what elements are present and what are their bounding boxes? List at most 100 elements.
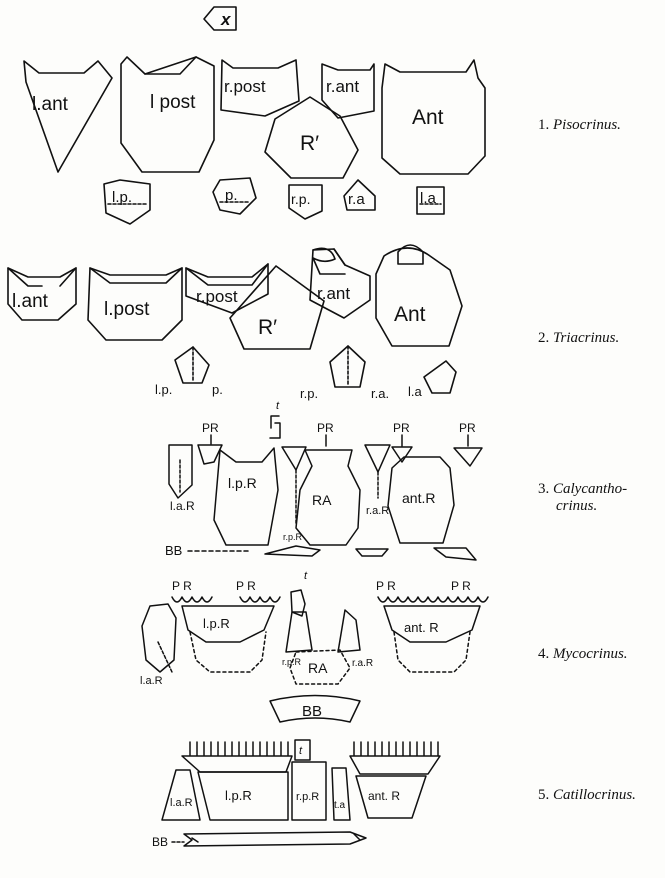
label-lp-r-5: l.p.R: [225, 788, 252, 803]
label-bb-4: BB: [302, 703, 322, 720]
label-r-prime: R′: [300, 132, 319, 155]
plate-l-ant-2: [7, 267, 77, 321]
label-ant-r-3: ant.R: [402, 490, 435, 506]
label-p: p.: [225, 187, 238, 204]
plate-la: [416, 186, 445, 215]
label-bb-5: BB: [152, 835, 168, 849]
label-pr-4d: P R: [451, 579, 471, 593]
plate-l-post-2: [87, 267, 183, 341]
plate-l-ant: [23, 60, 113, 173]
plate-ant-r-5: [355, 775, 427, 819]
caption-2-name: Triacrinus.: [553, 330, 620, 346]
caption-1: 1. Pisocrinus.: [538, 117, 621, 134]
arm-comb-left: [181, 741, 293, 773]
plate-ra-r-4: [337, 609, 361, 653]
plate-la-r-5: [161, 769, 201, 821]
plate-ant-2: [375, 247, 463, 347]
arm-bases-left: [171, 596, 489, 603]
label-t-3: t: [276, 400, 280, 412]
label-ta-5: t.a: [334, 800, 346, 811]
label-ant-r-4: ant. R: [404, 620, 439, 635]
plate-la-r-3: [168, 444, 193, 499]
label-pr-3a: PR: [202, 421, 219, 435]
x-label-box: [203, 6, 237, 31]
plate-r-ant: [321, 63, 375, 119]
label-ra-4: RA: [308, 660, 328, 676]
figure-4-mycocrinus: P R P R P R P R t l.a.R l.p.R r.p.R RA r…: [140, 570, 489, 723]
caption-1-number: 1.: [538, 117, 550, 133]
plate-lp-r-3: [213, 447, 279, 546]
label-r-ant-2: r.ant: [317, 284, 350, 303]
plate-rp-r-3: [281, 446, 307, 471]
caption-2: 2. Triacrinus.: [538, 330, 619, 347]
plate-r-post-2: [185, 263, 269, 314]
label-r-post-2: r.post: [196, 287, 238, 306]
caption-3-number: 3.: [538, 481, 550, 497]
caption-4-name: Mycocrinus.: [553, 646, 628, 662]
plate-bb-5: [183, 831, 367, 847]
label-r-post: r.post: [224, 77, 266, 96]
plate-t-5: [294, 739, 311, 761]
plate-la-2: [423, 360, 457, 394]
plate-rp: [288, 184, 323, 220]
caption-1-name: Pisocrinus.: [553, 117, 621, 133]
label-pr-3c: PR: [393, 421, 410, 435]
plate-rp-2: [329, 345, 366, 388]
plate-la-r-4: [141, 603, 177, 673]
label-l-ant: l.ant: [32, 94, 69, 115]
plate-ant-r-4: [383, 605, 481, 643]
caption-5-name: Catillocrinus.: [553, 787, 636, 803]
plate-t-4: [290, 589, 306, 617]
plate-pr-small-1: [197, 444, 223, 465]
plate-ra-r-3: [364, 444, 391, 473]
label-ra-r-4: r.a.R: [352, 658, 373, 669]
caption-4-number: 4.: [538, 646, 550, 662]
label-rp-r-3: r.p.R: [283, 532, 303, 542]
plate-rp-r-4: [285, 611, 313, 653]
x-label: x: [220, 10, 232, 29]
label-p-2: p.: [212, 382, 223, 397]
label-lp-r-3: l.p.R: [228, 475, 257, 491]
plate-r-post: [220, 59, 300, 117]
caption-5-number: 5.: [538, 787, 550, 803]
label-la-r-3: l.a.R: [170, 499, 195, 513]
label-pr-3d: PR: [459, 421, 476, 435]
caption-3-name-line1: Calycantho-: [553, 481, 628, 497]
plate-r-prime-2: [229, 265, 325, 350]
caption-3: 3. Calycantho- crinus.: [538, 481, 627, 515]
label-ra-2: r.a.: [371, 386, 389, 401]
label-l-post: l post: [150, 92, 196, 113]
figure-1-pisocrinus: x l.ant l post r.post r.ant Ant R′ l.p. …: [23, 6, 486, 225]
label-lp-r-4: l.p.R: [203, 616, 230, 631]
plate-pr-small-2: [391, 446, 413, 463]
label-pr-4b: P R: [236, 579, 256, 593]
plate-bb-3a: [264, 545, 321, 557]
label-pr-4c: P R: [376, 579, 396, 593]
label-l-post-2: l.post: [104, 299, 150, 320]
label-rp-2: r.p.: [300, 386, 318, 401]
caption-3-name-line2: crinus.: [556, 498, 598, 514]
label-la: l.a: [420, 190, 437, 207]
plate-r-prime: [264, 96, 359, 179]
plate-ra-3: [295, 449, 361, 546]
label-la-2: l.a: [408, 384, 423, 399]
label-r-prime-2: R′: [258, 316, 277, 339]
plate-p: [212, 177, 257, 215]
label-ant-r-5: ant. R: [368, 789, 400, 803]
label-pr-4a: P R: [172, 579, 192, 593]
arm-comb-right: [349, 741, 441, 775]
label-lp: l.p.: [112, 189, 132, 206]
plate-l-post: [120, 56, 215, 173]
label-pr-3b: PR: [317, 421, 334, 435]
label-la-r-5: l.a.R: [170, 797, 193, 809]
plate-ta-5: [331, 767, 351, 821]
plate-lp-r-4: [181, 605, 275, 643]
label-t-5: t: [299, 745, 303, 757]
caption-5: 5. Catillocrinus.: [538, 787, 636, 804]
label-rp-r-5: r.p.R: [296, 791, 319, 803]
figure-5-catillocrinus: t l.a.R l.p.R r.p.R t.a ant. R BB: [152, 739, 441, 849]
label-ra-3: RA: [312, 492, 332, 508]
figure-2-triacrinus: l.ant l.post r.post r.ant Ant R′ l.p. p.…: [7, 244, 463, 401]
plate-ant: [381, 59, 486, 175]
